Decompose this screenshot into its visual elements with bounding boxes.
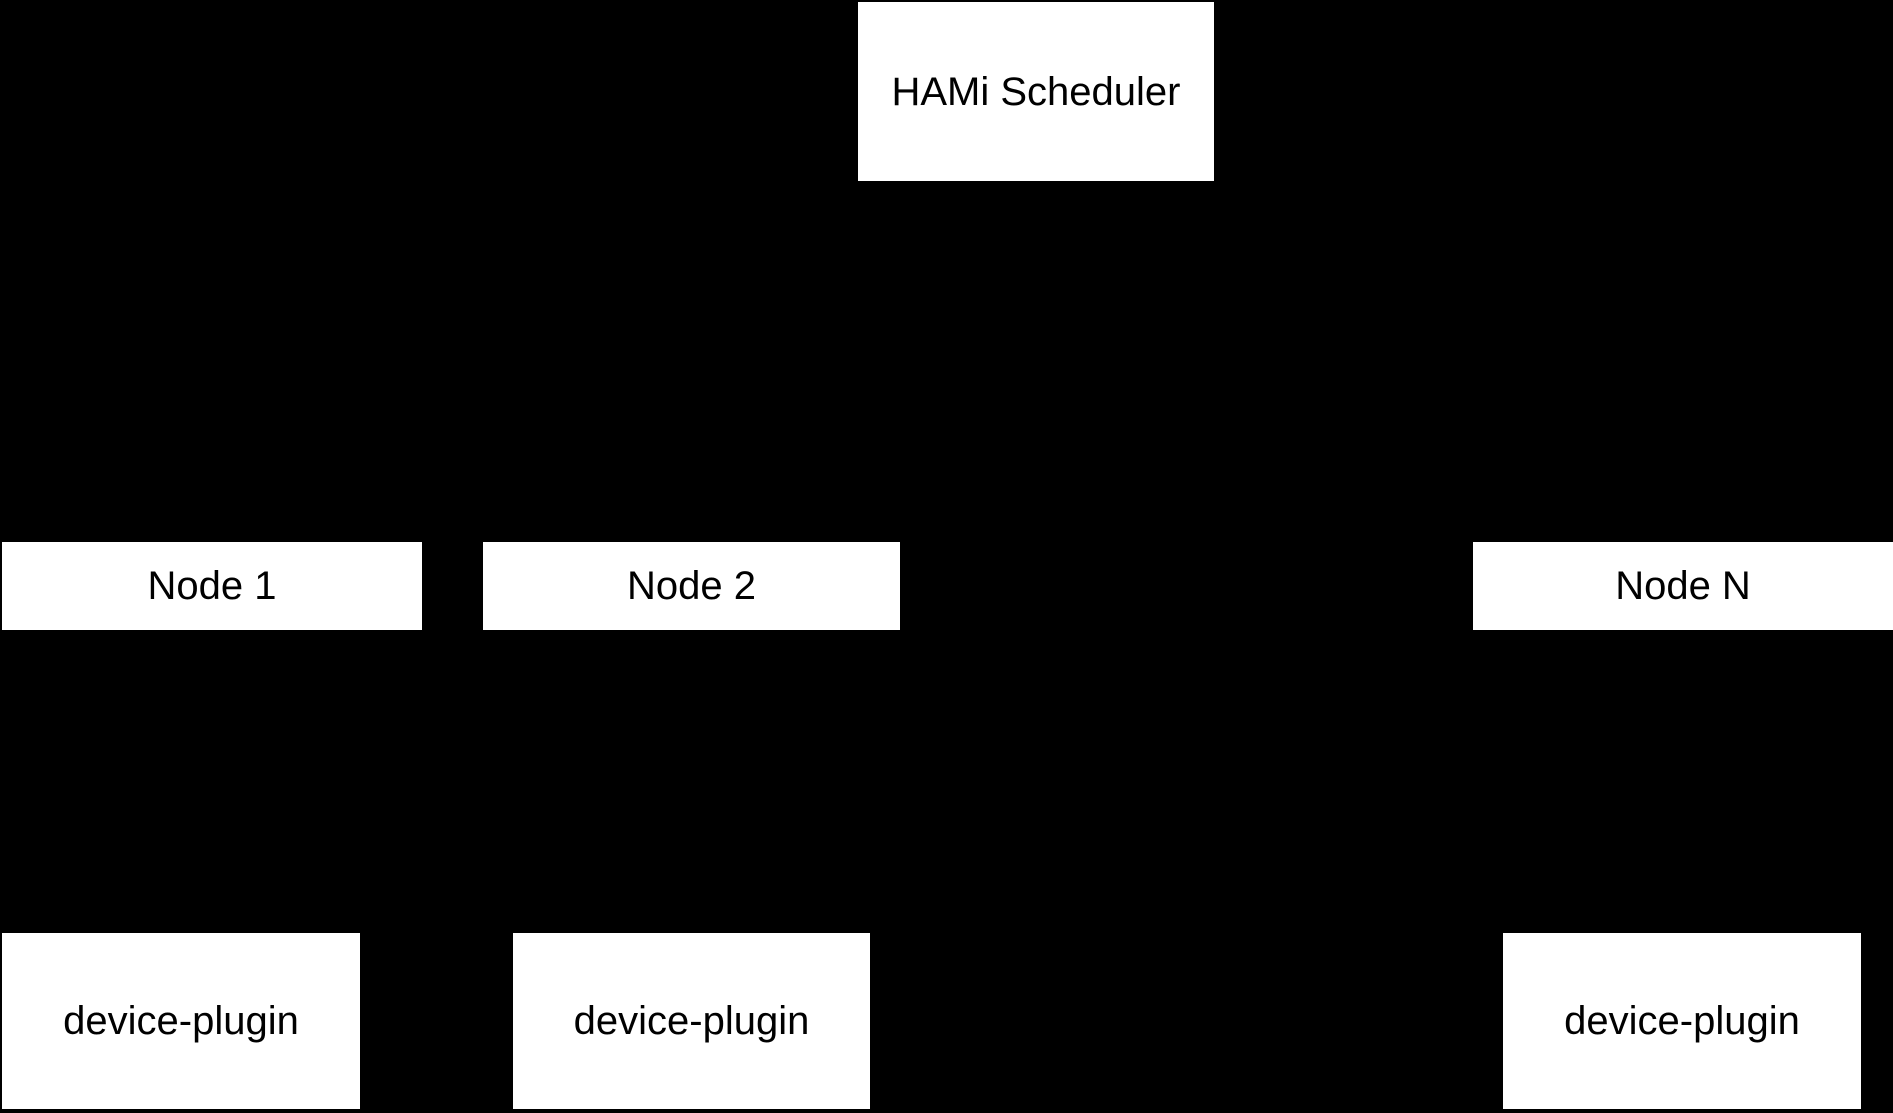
device-plugin-3-label: device-plugin bbox=[1564, 999, 1800, 1043]
node-1-box: Node 1 bbox=[2, 542, 422, 630]
device-plugin-1-label: device-plugin bbox=[63, 999, 299, 1043]
device-plugin-2-label: device-plugin bbox=[573, 999, 810, 1043]
device-plugin-box-1: device-plugin bbox=[2, 933, 360, 1109]
device-plugin-box-2: device-plugin bbox=[513, 933, 870, 1109]
device-plugin-box-3: device-plugin bbox=[1503, 933, 1861, 1109]
hami-scheduler-label: HAMi Scheduler bbox=[891, 69, 1181, 114]
hami-scheduler-box: HAMi Scheduler bbox=[858, 2, 1214, 181]
node-2-label: Node 2 bbox=[627, 564, 756, 608]
node-n-box: Node N bbox=[1473, 542, 1893, 630]
node-n-label: Node N bbox=[1615, 564, 1751, 608]
node-2-box: Node 2 bbox=[483, 542, 900, 630]
node-1-label: Node 1 bbox=[147, 564, 277, 608]
